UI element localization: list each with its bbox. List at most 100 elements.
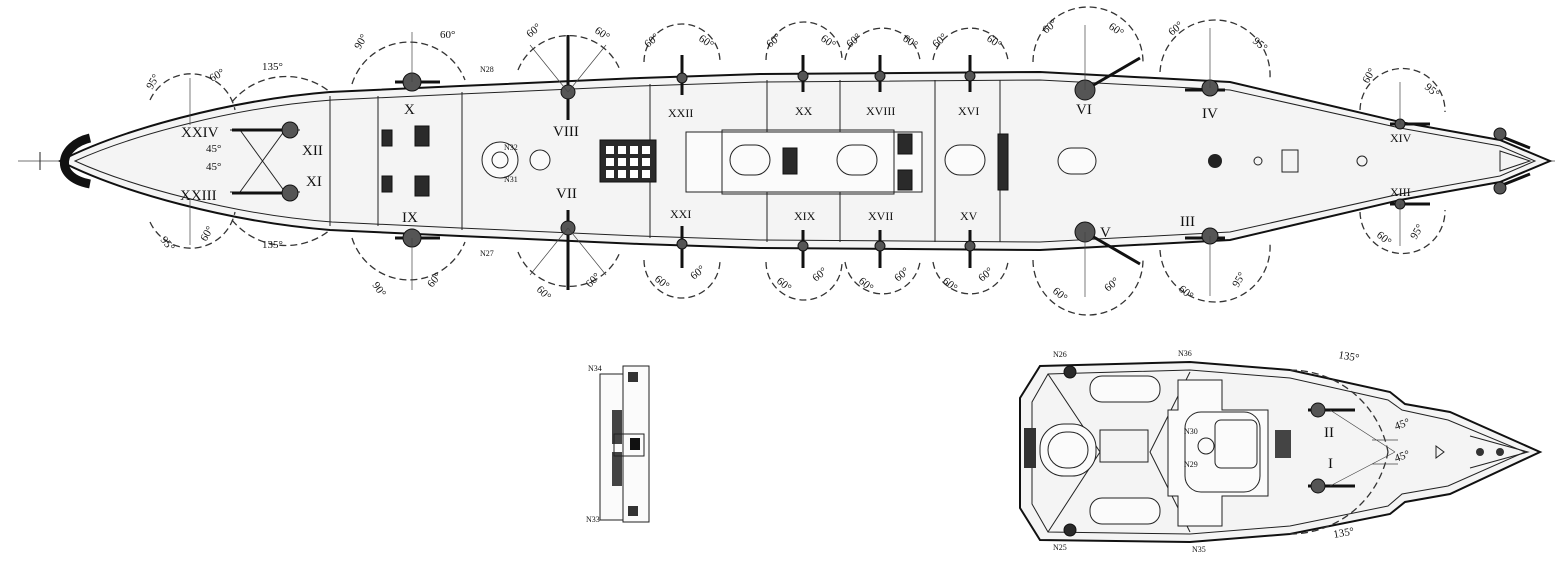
- funnel-inner: [1047, 431, 1089, 469]
- gun-label-xxi: XXI: [670, 207, 691, 221]
- bridge-fitting: [1197, 437, 1215, 455]
- bridge-inner: [1184, 411, 1261, 493]
- angle-label: 60°: [774, 275, 794, 294]
- hatch-grate: [897, 133, 913, 155]
- gun-label-i: I: [1328, 456, 1333, 472]
- ref-n35: N35: [1192, 545, 1206, 554]
- angle-label: 135°: [1337, 349, 1360, 364]
- hatch-grate: [381, 175, 393, 193]
- gun-label-xv: XV: [960, 209, 978, 223]
- gun-label-viii: VIII: [553, 124, 579, 140]
- capstan: [529, 149, 551, 171]
- angle-label: 135°: [262, 61, 283, 73]
- angle-label: 60°: [534, 284, 553, 303]
- firing-sector-arc: [1289, 451, 1389, 535]
- angle-label: 45°: [206, 161, 221, 173]
- angle-label: 60°: [1360, 66, 1378, 85]
- detail-outer-strip: [599, 373, 627, 521]
- angle-label: 60°: [984, 33, 1004, 52]
- boat: [1089, 375, 1161, 403]
- anchor-hawse: [1496, 448, 1504, 456]
- angle-label: 60°: [1102, 275, 1122, 294]
- firing-sector-arc: [1289, 369, 1389, 453]
- forecastle-inner-line: [1031, 369, 1527, 535]
- hatch-grate: [414, 175, 430, 197]
- boat: [1089, 497, 1161, 525]
- gun-label-xi: XI: [306, 174, 322, 190]
- angle-label: 45°: [206, 143, 221, 155]
- ventilator: [1063, 365, 1077, 379]
- vent-grille-holes: [606, 146, 650, 178]
- angle-label: 60°: [856, 275, 876, 294]
- gun-label-iii: III: [1180, 214, 1195, 230]
- deck-machinery: [1099, 429, 1149, 463]
- hatch-grate: [1024, 428, 1036, 468]
- bow-stem: [1469, 435, 1530, 469]
- bow-fitting: [1499, 150, 1532, 172]
- angle-label: 135°: [262, 239, 283, 251]
- gun-label-xxiii: XXIII: [180, 188, 217, 204]
- bow-gun-labels: II I: [1324, 425, 1334, 472]
- reference-marks-detail: N34 N33: [586, 364, 602, 524]
- hatch-grate: [414, 125, 430, 147]
- sector-radials: [189, 25, 1401, 297]
- angle-label: 60°: [976, 265, 996, 284]
- ref-n32: N32: [504, 143, 518, 152]
- gun-label-xvii: XVII: [868, 209, 893, 223]
- angle-label: 60°: [440, 29, 455, 41]
- funnel-oval: [729, 144, 771, 176]
- angle-label: 60°: [592, 25, 612, 44]
- angle-label: 60°: [1166, 19, 1186, 38]
- detail-grate: [612, 410, 622, 444]
- gun-label-xiii: XIII: [1390, 185, 1411, 199]
- gun-label-xviii: XVIII: [866, 104, 895, 118]
- angle-label: 90°: [370, 280, 389, 300]
- forecastle-diagonal: [1149, 371, 1191, 533]
- gun-label-xix: XIX: [794, 209, 816, 223]
- anchor-hawse: [1476, 448, 1484, 456]
- angle-label: 135°: [1332, 526, 1355, 541]
- angle-label: 60°: [208, 67, 227, 85]
- gun-label-xxii: XXII: [668, 106, 693, 120]
- superstructure-inner: [721, 129, 895, 195]
- ventilator: [1063, 523, 1077, 537]
- angle-label: 95°: [144, 72, 162, 91]
- gun-label-xvi: XVI: [958, 104, 979, 118]
- gun-label-vi: VI: [1076, 102, 1092, 118]
- gun-label-xxiv: XXIV: [181, 125, 219, 141]
- angle-label: 60°: [688, 263, 708, 282]
- stern-arc: [59, 133, 92, 189]
- detail-block: [630, 438, 640, 450]
- angle-label: 60°: [844, 31, 864, 50]
- central-superstructure: [685, 131, 923, 193]
- angle-label: 60°: [892, 265, 912, 284]
- angle-label: 95°: [1422, 81, 1442, 100]
- angle-label: 60°: [900, 33, 920, 52]
- gun-label-iv: IV: [1202, 106, 1218, 122]
- gun-label-xiv: XIV: [1390, 131, 1412, 145]
- mast-base: [1208, 154, 1222, 168]
- angle-label: 60°: [584, 271, 603, 290]
- angle-label: 95°: [158, 234, 177, 254]
- hatch-grate: [997, 133, 1009, 191]
- ref-n25: N25: [1053, 543, 1067, 552]
- gun-label-xx: XX: [795, 104, 813, 118]
- angle-label: 60°: [696, 33, 716, 52]
- funnel-oval: [944, 144, 986, 176]
- hatch-grate: [381, 129, 393, 147]
- bow-sector-radials: [1329, 409, 1398, 487]
- angle-label: 95°: [1250, 35, 1270, 54]
- ref-n26: N26: [1053, 350, 1067, 359]
- hatch-grate: [1275, 430, 1291, 458]
- funnel-oval: [1057, 147, 1097, 175]
- bow-marker: [1435, 445, 1445, 459]
- detail-grate: [612, 452, 622, 486]
- angle-label: 60°: [524, 21, 544, 40]
- gun-label-ix: IX: [402, 210, 418, 226]
- angle-label: 60°: [810, 265, 830, 284]
- gun-label-v: V: [1100, 225, 1111, 241]
- angle-label: 60°: [652, 273, 672, 292]
- firing-sector-arcs: [149, 6, 1446, 316]
